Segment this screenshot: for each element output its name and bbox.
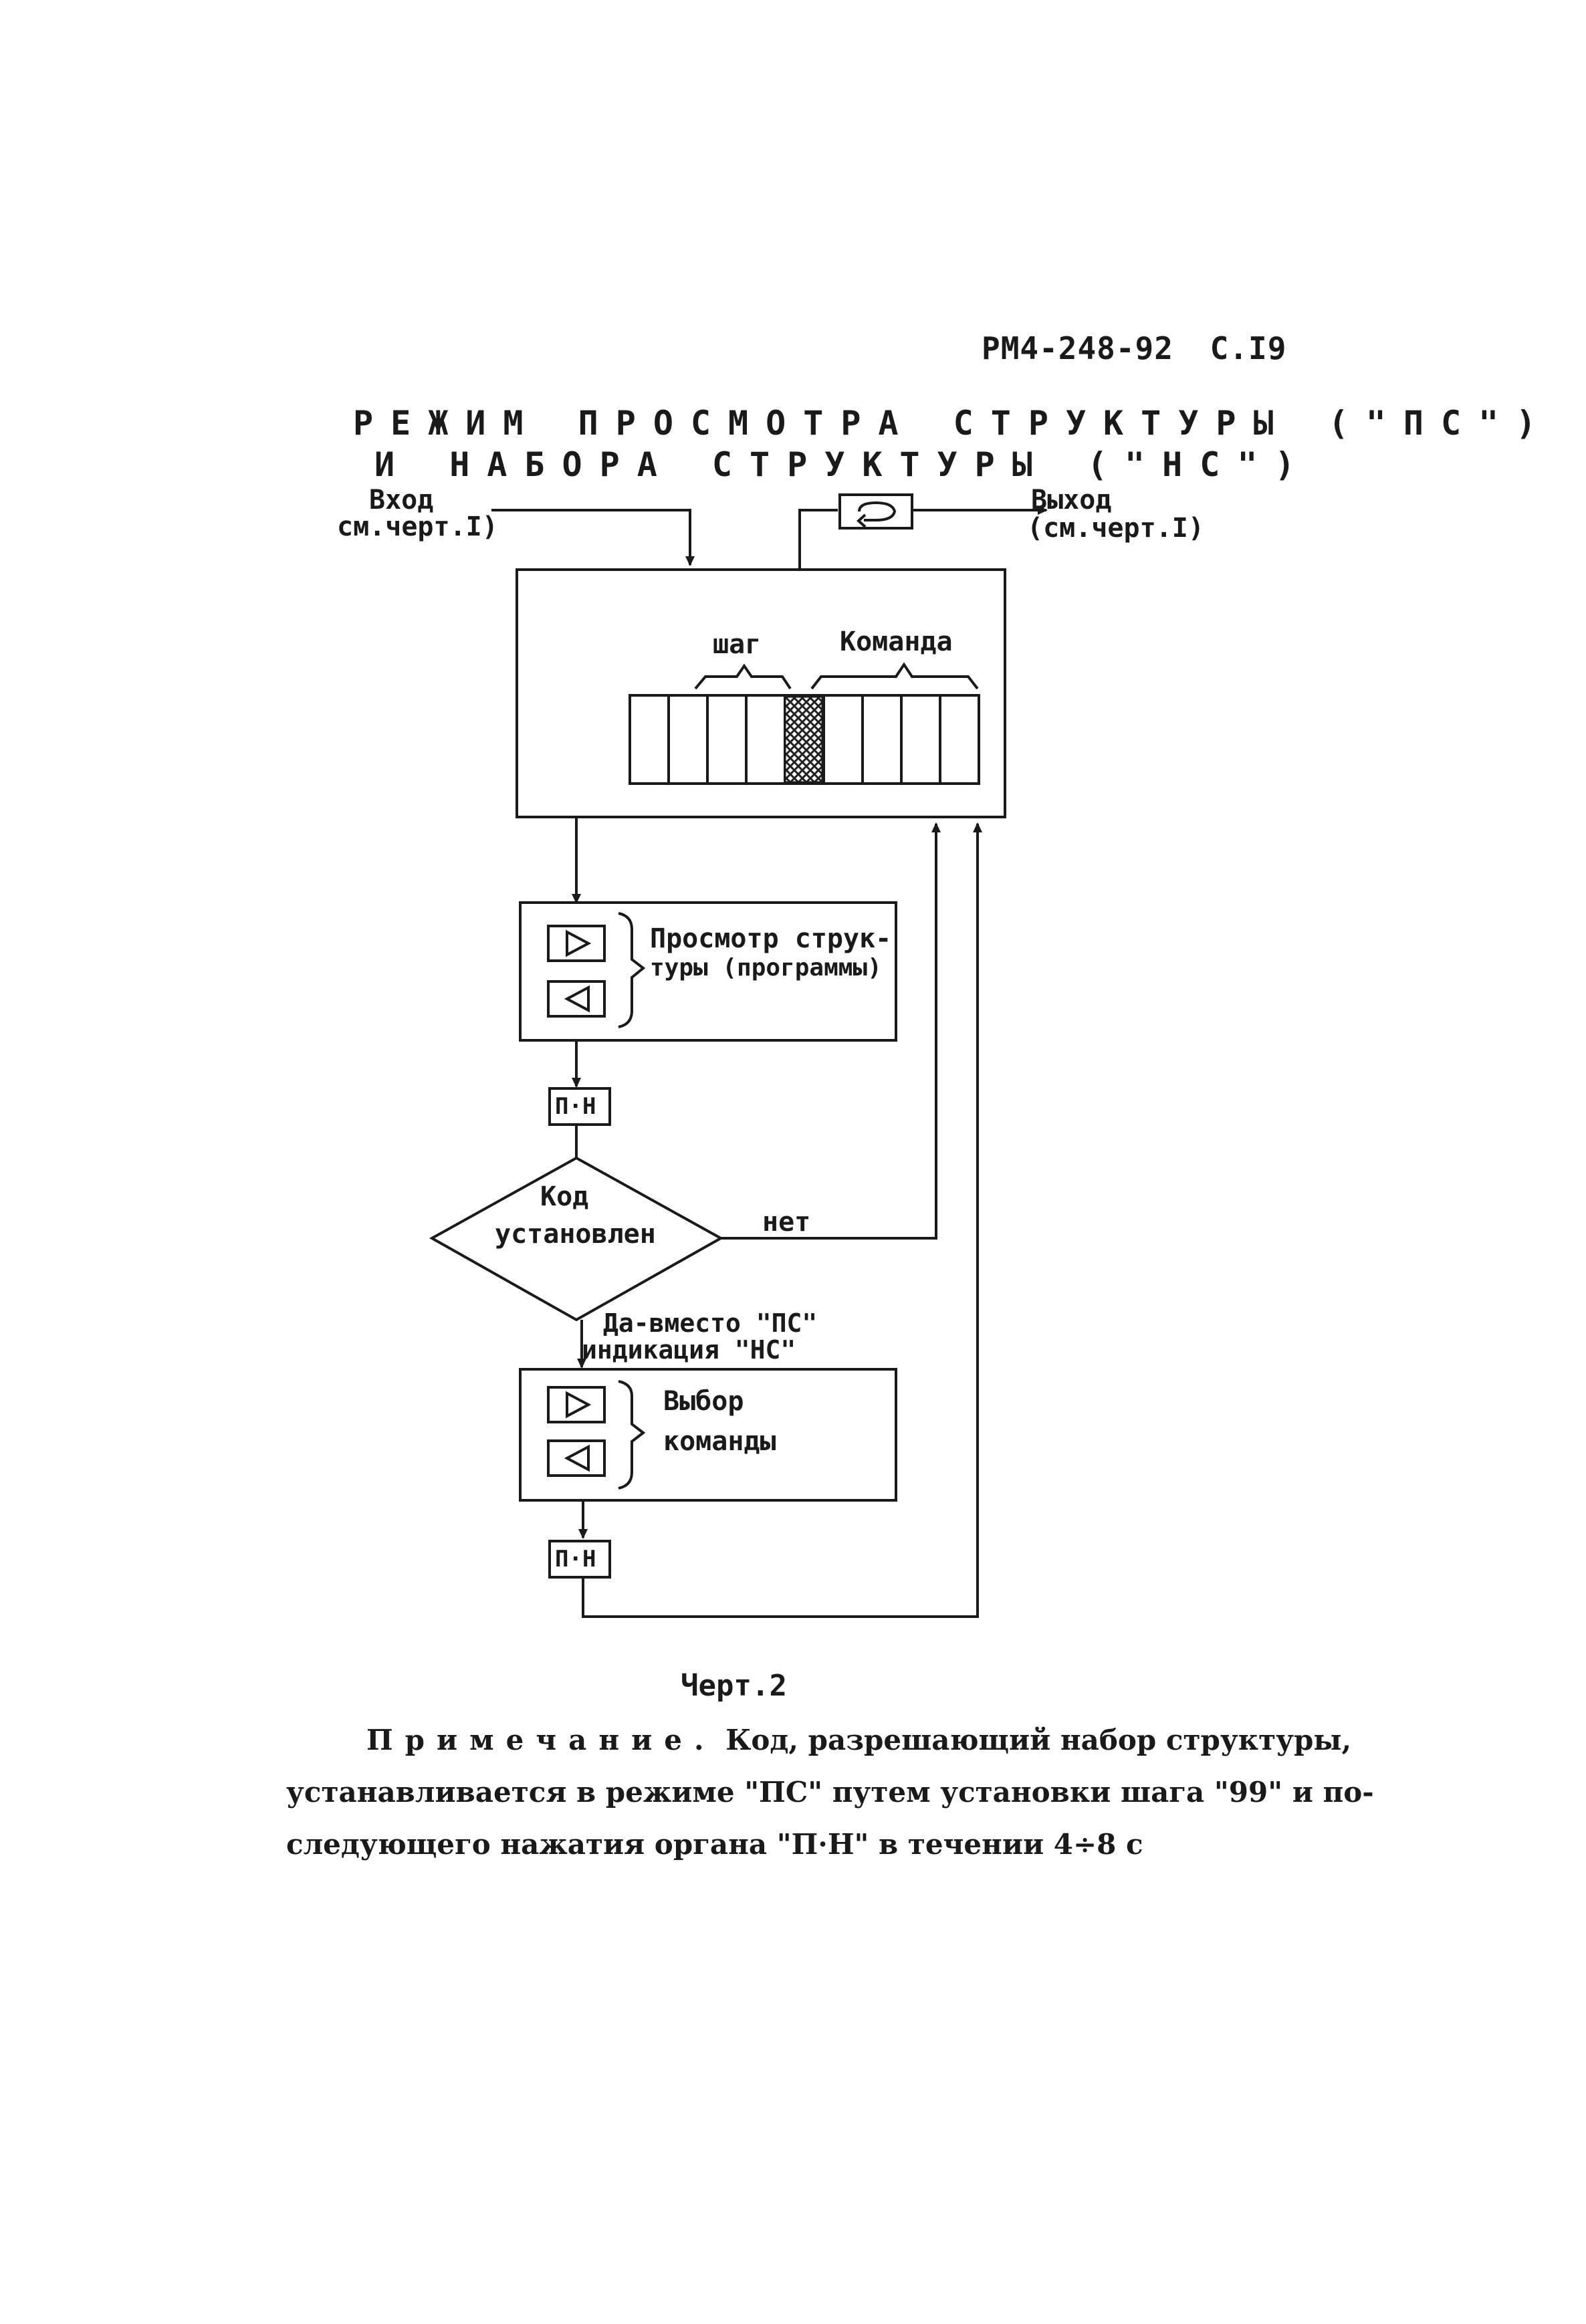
command-label: Команда — [840, 626, 953, 657]
decision-diamond — [429, 1156, 724, 1322]
title-line-2: И НАБОРА СТРУКТУРЫ ("НС") — [374, 445, 1313, 484]
output-connector-left — [798, 509, 838, 570]
forward-triangle-key-icon[interactable] — [547, 925, 606, 962]
select-brace — [618, 1380, 646, 1490]
input-connector — [491, 509, 695, 566]
display-block — [516, 568, 1006, 818]
back-triangle-key-icon[interactable] — [547, 980, 606, 1018]
yes-branch-text-1: Да-вместо "ПС" — [603, 1308, 818, 1338]
select-block-text-1: Выбор — [663, 1386, 744, 1417]
yes-branch-text-2: индикация "НС" — [582, 1335, 796, 1365]
select-block-text-2: команды — [663, 1426, 776, 1457]
document-reference: РМ4-248-92 С.I9 — [982, 333, 1286, 364]
view-brace — [618, 912, 646, 1028]
decision-text-1: Код — [540, 1181, 589, 1212]
no-branch-label: нет — [762, 1207, 811, 1238]
forward-triangle-key-icon[interactable] — [547, 1386, 606, 1423]
note-line-1: Примечание. Код, разрешающий набор струк… — [366, 1726, 1351, 1754]
return-loop-line — [582, 822, 982, 1618]
doc-ref: РМ4-248-92 — [982, 330, 1173, 366]
note-line-2: устанавливается в режиме "ПС" путем уста… — [286, 1776, 1374, 1809]
output-reference: (см.черт.I) — [1027, 513, 1204, 544]
pn-key-1-frame — [548, 1087, 611, 1126]
note-prefix: Примечание. — [366, 1724, 716, 1756]
view-structure-block — [519, 901, 897, 1042]
input-reference: см.черт.I) — [337, 511, 498, 542]
loop-arrow-key-icon[interactable] — [838, 493, 913, 530]
figure-caption: Черт.2 — [681, 1669, 787, 1703]
back-triangle-key-icon[interactable] — [547, 1439, 606, 1477]
no-branch-line — [721, 822, 941, 1240]
page-number: С.I9 — [1210, 330, 1287, 366]
separator-cell — [784, 695, 824, 784]
command-brace — [810, 662, 979, 690]
title-line-1: РЕЖИМ ПРОСМОТРА СТРУКТУРЫ ("ПС") — [353, 404, 1554, 443]
note-line-3: следующего нажатия органа "П·Н" в течени… — [286, 1828, 1143, 1861]
view-block-text-2: туры (программы) — [650, 954, 882, 981]
pn-key-2[interactable]: П·Н — [555, 1546, 596, 1573]
step-label: шаг — [713, 629, 762, 660]
input-label: Вход — [369, 485, 434, 515]
note-text-1: Код, разрешающий набор структуры, — [725, 1724, 1352, 1756]
step-brace — [694, 663, 792, 690]
decision-text-2: установлен — [495, 1219, 656, 1250]
output-label: Выход — [1031, 485, 1112, 515]
pn-key-2-frame — [548, 1540, 611, 1579]
display-register — [629, 694, 980, 785]
view-block-text-1: Просмотр струк- — [650, 923, 892, 954]
pn-key-1[interactable]: П·Н — [555, 1093, 596, 1120]
select-command-block — [519, 1368, 897, 1502]
